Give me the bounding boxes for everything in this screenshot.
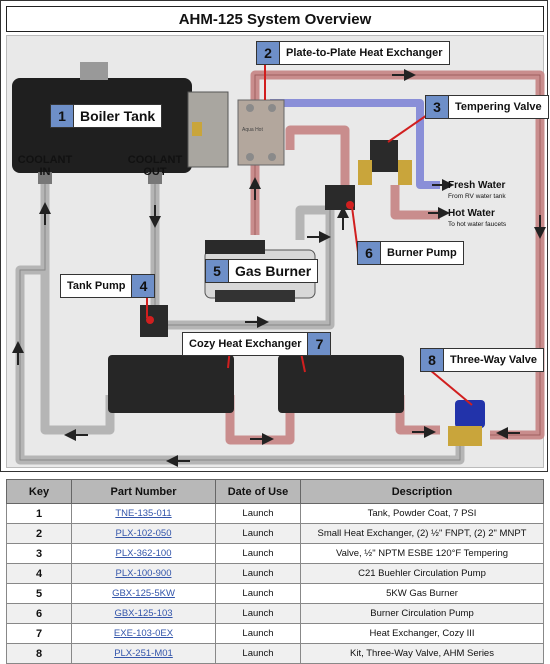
row-date: Launch bbox=[215, 603, 301, 624]
three-way-valve bbox=[448, 400, 485, 446]
row-date: Launch bbox=[215, 583, 301, 604]
fresh-water-subtitle: From RV water tank bbox=[448, 193, 506, 200]
part-number-link[interactable]: EXE-103-0EX bbox=[71, 623, 216, 644]
callout-tank-pump: Tank Pump 4 bbox=[60, 274, 156, 298]
part-number-link[interactable]: PLX-362-100 bbox=[71, 543, 216, 564]
row-description: C21 Buehler Circulation Pump bbox=[300, 563, 544, 584]
hot-water-label: Hot Water To hot water faucets bbox=[448, 208, 506, 230]
leader-lines bbox=[146, 63, 473, 406]
callout-boiler-tank: 1 Boiler Tank bbox=[50, 104, 163, 128]
callout-label: Burner Pump bbox=[387, 247, 457, 259]
row-key: 4 bbox=[6, 563, 72, 584]
row-key: 1 bbox=[6, 503, 72, 524]
callout-number: 6 bbox=[358, 242, 381, 264]
diagram-title: AHM-125 System Overview bbox=[6, 6, 544, 32]
parts-table: Key Part Number Date of Use Description … bbox=[6, 479, 544, 664]
row-date: Launch bbox=[215, 503, 301, 524]
row-key: 2 bbox=[6, 523, 72, 544]
tempering-valve-assembly bbox=[358, 140, 412, 185]
row-description: Small Heat Exchanger, (2) ½" FNPT, (2) 2… bbox=[300, 523, 544, 544]
header-date-of-use: Date of Use bbox=[215, 479, 301, 504]
coolant-in-label: COOLANT IN bbox=[17, 154, 73, 178]
callout-label: Cozy Heat Exchanger bbox=[189, 338, 302, 350]
callout-label: Boiler Tank bbox=[80, 108, 156, 124]
coolant-loop bbox=[15, 180, 465, 465]
fresh-water-label: Fresh Water From RV water tank bbox=[448, 180, 506, 202]
coolant-out-label: COOLANT OUT bbox=[127, 154, 183, 178]
hot-water-subtitle: To hot water faucets bbox=[448, 221, 507, 228]
part-number-link[interactable]: PLX-102-050 bbox=[71, 523, 216, 544]
heat-exchanger-brand: Aqua Hot bbox=[242, 127, 263, 133]
callout-label: Three-Way Valve bbox=[450, 354, 538, 366]
callout-cozy-heat-exchanger: Cozy Heat Exchanger 7 bbox=[182, 332, 332, 356]
part-number-link[interactable]: PLX-100-900 bbox=[71, 563, 216, 584]
row-key: 5 bbox=[6, 583, 72, 604]
callout-number: 3 bbox=[426, 96, 449, 118]
part-number-link[interactable]: GBX-125-103 bbox=[71, 603, 216, 624]
part-number-link[interactable]: TNE-135-011 bbox=[71, 503, 216, 524]
callout-label: Tempering Valve bbox=[455, 101, 542, 113]
cozy-heat-exchanger bbox=[108, 355, 404, 413]
row-date: Launch bbox=[215, 523, 301, 544]
callout-plate-heat-exchanger: 2 Plate-to-Plate Heat Exchanger bbox=[256, 41, 450, 65]
header-key: Key bbox=[6, 479, 72, 504]
system-diagram bbox=[12, 62, 546, 467]
callout-burner-pump: 6 Burner Pump bbox=[357, 241, 464, 265]
header-part-number: Part Number bbox=[71, 479, 216, 504]
row-date: Launch bbox=[215, 623, 301, 644]
plate-heat-exchanger bbox=[237, 99, 285, 166]
row-key: 6 bbox=[6, 603, 72, 624]
callout-number: 1 bbox=[51, 105, 74, 127]
row-description: Tank, Powder Coat, 7 PSI bbox=[300, 503, 544, 524]
callout-number: 4 bbox=[131, 275, 155, 297]
fresh-water-title: Fresh Water bbox=[448, 180, 506, 191]
header-description: Description bbox=[300, 479, 544, 504]
callout-number: 7 bbox=[307, 333, 331, 355]
callout-tempering-valve: 3 Tempering Valve bbox=[425, 95, 549, 119]
parts-table-container: Key Part Number Date of Use Description … bbox=[6, 479, 544, 664]
callout-label: Tank Pump bbox=[67, 280, 126, 292]
row-description: 5KW Gas Burner bbox=[300, 583, 544, 604]
row-key: 3 bbox=[6, 543, 72, 564]
table-header-row: Key Part Number Date of Use Description bbox=[6, 479, 544, 504]
row-description: Heat Exchanger, Cozy III bbox=[300, 623, 544, 644]
row-date: Launch bbox=[215, 563, 301, 584]
callout-label: Gas Burner bbox=[235, 263, 312, 279]
row-description: Burner Circulation Pump bbox=[300, 603, 544, 624]
tank-pump bbox=[140, 305, 168, 337]
row-date: Launch bbox=[215, 543, 301, 564]
callout-number: 5 bbox=[206, 260, 229, 282]
hot-water-title: Hot Water bbox=[448, 208, 495, 219]
part-number-link[interactable]: GBX-125-5KW bbox=[71, 583, 216, 604]
callout-number: 2 bbox=[257, 42, 280, 64]
row-description: Valve, ½" NPTM ESBE 120°F Tempering bbox=[300, 543, 544, 564]
cold-line bbox=[270, 99, 440, 189]
burner-pump bbox=[325, 185, 355, 210]
callout-number: 8 bbox=[421, 349, 444, 371]
callout-three-way-valve: 8 Three-Way Valve bbox=[420, 348, 545, 372]
callout-label: Plate-to-Plate Heat Exchanger bbox=[286, 47, 443, 59]
callout-gas-burner: 5 Gas Burner bbox=[205, 259, 319, 283]
row-key: 7 bbox=[6, 623, 72, 644]
